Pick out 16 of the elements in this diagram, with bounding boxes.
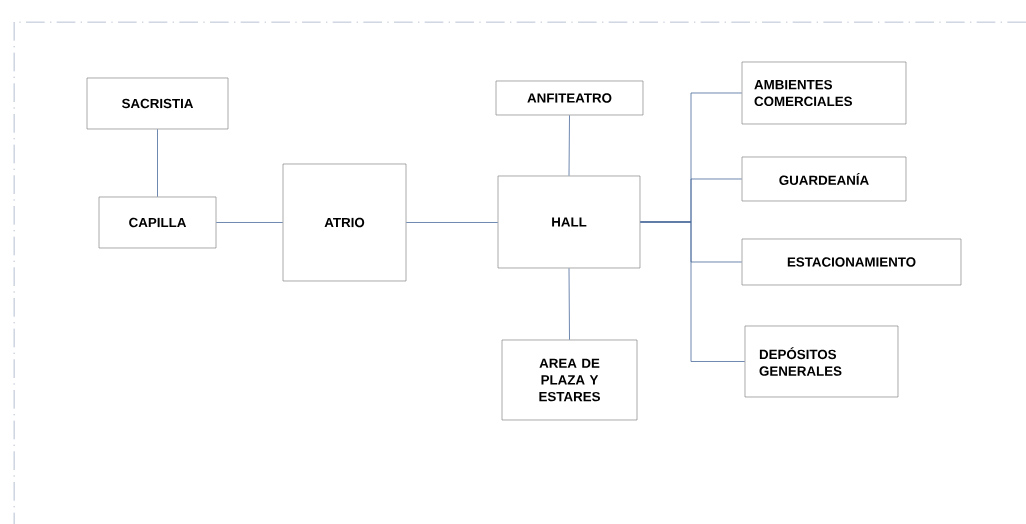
room-box: ATRIO	[282, 163, 407, 282]
connector-line	[215, 222, 284, 223]
room-box: GUARDEANÍA	[741, 156, 907, 202]
room-box: ESTACIONAMIENTO	[741, 238, 962, 286]
room-box: AMBIENTES COMERCIALES	[741, 61, 907, 125]
connector-line	[568, 267, 570, 341]
connector-line	[157, 128, 158, 198]
room-box: SACRISTIA	[86, 77, 229, 130]
connector-line	[405, 222, 499, 223]
connector-line	[568, 114, 570, 177]
room-box: CAPILLA	[98, 196, 217, 249]
room-box: AREA DE PLAZA Y ESTARES	[501, 339, 638, 421]
room-box: DEPÓSITOS GENERALES	[744, 325, 899, 398]
room-box: ANFITEATRO	[495, 80, 644, 116]
room-box: HALL	[497, 175, 641, 269]
connector-line	[639, 221, 746, 362]
